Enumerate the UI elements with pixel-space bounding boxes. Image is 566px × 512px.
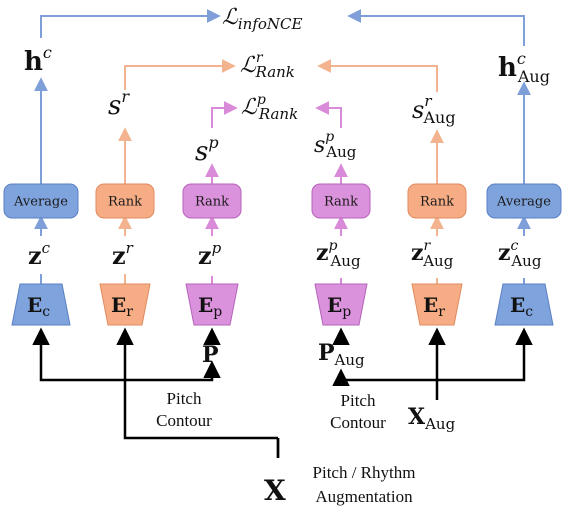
sr-to-rank-r: [124, 59, 236, 90]
input-X: X: [264, 474, 286, 507]
x-pitch-bus-left: [32, 327, 125, 382]
pitch-contour-to-P: [125, 360, 221, 382]
head-boxes: Average Rank Rank Rank Rank Average: [3, 183, 562, 219]
svg-text:sr: sr: [108, 87, 130, 121]
head-rank-r-left: Rank: [95, 183, 155, 219]
svg-text:hc: hc: [24, 43, 52, 77]
loss-rank-r-sup: r: [256, 50, 264, 66]
svg-text:Ec: Ec: [27, 293, 50, 320]
svg-text:Ec: Ec: [510, 293, 533, 320]
caption-pitch-contour-right-1: Pitch: [341, 391, 376, 410]
node-h: hc: [24, 43, 52, 77]
input-P-aug: PAug: [318, 340, 365, 369]
encoder-p-left: Ep: [185, 283, 239, 326]
head-rank-p-left-label: Rank: [195, 195, 229, 210]
x-to-xaug-line: [278, 431, 437, 458]
loss-infonce: ℒinfoNCE: [222, 5, 303, 33]
caption-pitch-contour-left-1: Pitch: [167, 389, 202, 408]
head-rank-p-left: Rank: [182, 183, 242, 219]
caption-augmentation-2: Augmentation: [315, 487, 413, 506]
head-rank-r-right: Rank: [407, 183, 467, 219]
haug-to-infonce: [347, 9, 525, 46]
caption-augmentation-1: Pitch / Rhythm: [313, 463, 416, 482]
x-to-encoder-r-left: [116, 327, 278, 440]
head-rank-r-left-label: Rank: [108, 195, 142, 210]
encoders: Ec Er Ep Ep Er Ec: [11, 283, 554, 326]
loss-infonce-sub: infoNCE: [238, 15, 303, 33]
encoder-c-left: Ec: [11, 283, 71, 326]
loss-rank-r-sub: Rank: [255, 63, 295, 81]
spaug-to-rank-p: [315, 101, 342, 128]
loss-infonce-symbol: ℒ: [222, 5, 239, 30]
svg-text:ℒinfoNCE: ℒinfoNCE: [222, 5, 303, 33]
head-average-left: Average: [3, 183, 79, 219]
input-X-aug: XAug: [408, 404, 456, 433]
input-P: P: [202, 342, 219, 368]
sraug-to-rank-r: [317, 59, 438, 92]
encoder-r-left: Er: [99, 283, 151, 326]
encoder-r-right: Er: [411, 283, 463, 326]
svg-text:sp: sp: [195, 133, 219, 167]
head-average-left-label: Average: [13, 195, 68, 210]
connectors: [32, 9, 533, 458]
encoder-c-right: Ec: [494, 283, 554, 326]
loss-rank-p-symbol: ℒ: [241, 95, 258, 120]
head-rank-p-right-label: Rank: [324, 195, 358, 210]
svg-text:Er: Er: [423, 293, 445, 320]
svg-text:Ep: Ep: [327, 293, 351, 320]
head-average-right: Average: [486, 183, 562, 219]
head-average-right-label: Average: [496, 195, 551, 210]
z-c: zc: [28, 239, 51, 270]
caption-pitch-contour-right-2: Contour: [330, 413, 386, 432]
xaug-bus-right: [437, 327, 533, 382]
svg-text:Er: Er: [111, 293, 133, 320]
z-r: zr: [112, 239, 134, 270]
pitch-contour-to-Paug: [332, 368, 437, 386]
head-rank-p-right: Rank: [311, 183, 371, 219]
caption-pitch-contour-left-2: Contour: [156, 411, 212, 430]
captions: Pitch Contour Pitch Contour Pitch / Rhyt…: [156, 389, 415, 506]
z-p: zp: [198, 239, 222, 270]
sp-to-rank-p: [211, 101, 238, 128]
h-to-infonce: [40, 9, 221, 38]
svg-text:Ep: Ep: [198, 293, 222, 320]
loss-rank-p-sub: Rank: [258, 105, 298, 123]
loss-rank-p-sup: p: [257, 92, 266, 108]
node-s-r: sr: [108, 87, 130, 121]
encoder-p-right: Ep: [314, 283, 368, 326]
head-rank-r-right-label: Rank: [420, 195, 454, 210]
loss-rank-r-symbol: ℒ: [240, 53, 257, 78]
node-s-p: sp: [195, 133, 219, 167]
inputs: P PAug XAug X: [202, 340, 456, 507]
